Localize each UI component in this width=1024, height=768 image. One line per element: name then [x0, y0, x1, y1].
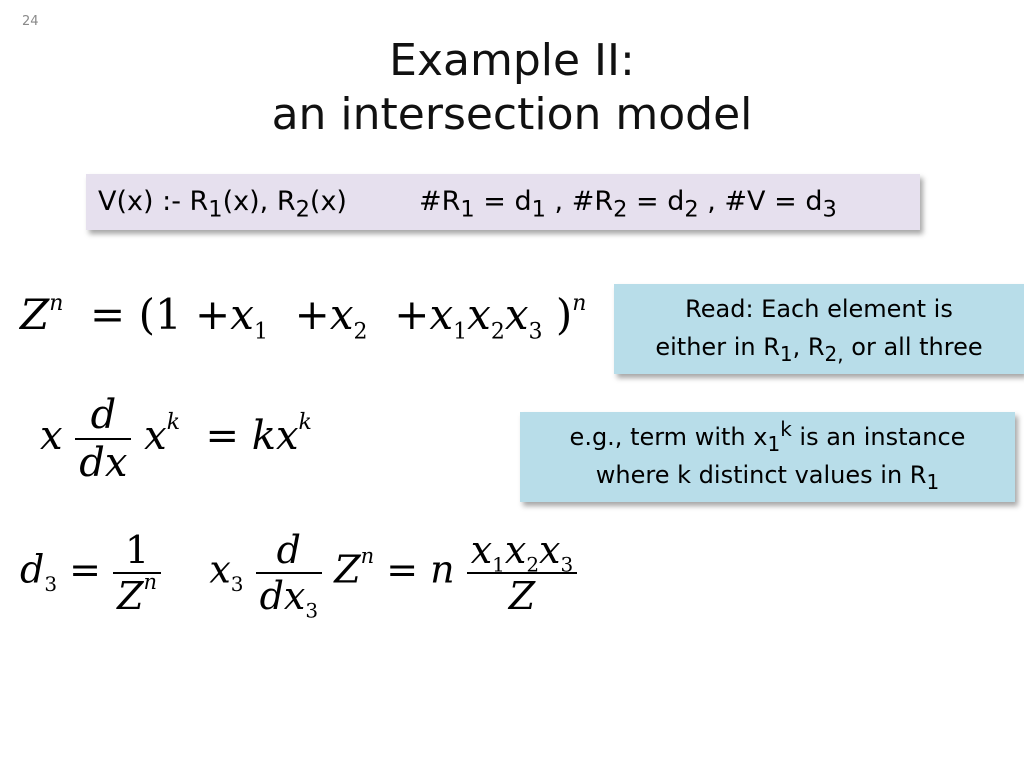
slide-title: Example II: an intersection model [0, 34, 1024, 142]
note-read-box: Read: Each element is either in R1, R2, … [614, 284, 1024, 374]
note-read-line-2: either in R1, R2, or all three [655, 333, 983, 366]
note-example-line-2: where k distinct values in R1 [595, 461, 940, 494]
title-line-1: Example II: [389, 35, 635, 86]
title-line-2: an intersection model [271, 89, 753, 140]
note-example-line-1: e.g., term with x1k is an instance [569, 417, 966, 456]
note-read-line-1: Read: Each element is [685, 295, 953, 323]
equation-partition-function: Zn = (1 +x1 +x2 +x1x2x3 )n [20, 290, 587, 345]
slide-number: 24 [22, 14, 39, 29]
rule-definition-box: V(x) :- R1(x), R2(x)#R1 = d1 , #R2 = d2 … [86, 174, 920, 230]
rule-head: V(x) :- R [98, 186, 209, 217]
cardinality-constraints: #R1 = d1 , #R2 = d2 , #V = d3 [418, 186, 837, 223]
note-example-box: e.g., term with x1k is an instance where… [520, 412, 1015, 502]
